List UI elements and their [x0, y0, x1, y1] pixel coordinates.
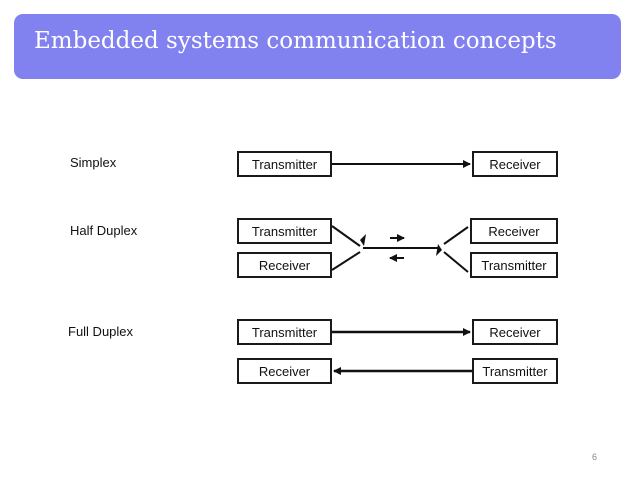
- simplex-label: Simplex: [70, 155, 117, 170]
- half-duplex-transmitter-box-left: Transmitter: [237, 218, 332, 244]
- half-duplex-left-switch-tip: [360, 234, 366, 246]
- full-duplex-label: Full Duplex: [68, 324, 134, 339]
- half-duplex-left-top-switch: [331, 225, 361, 247]
- full-duplex-transmitter-box-right: Transmitter: [472, 358, 558, 384]
- half-duplex-receiver-box-right: Receiver: [470, 218, 558, 244]
- half-duplex-right-top-switch: [443, 226, 469, 245]
- half-duplex-transmitter-box-right: Transmitter: [470, 252, 558, 278]
- half-duplex-right-switch-tip: [436, 244, 442, 256]
- title-bar: Embedded systems communication concepts: [14, 14, 621, 79]
- simplex-transmitter-box: Transmitter: [237, 151, 332, 177]
- slide-title: Embedded systems communication concepts: [34, 28, 557, 54]
- page-number: 6: [592, 452, 598, 462]
- half-duplex-label: Half Duplex: [70, 223, 138, 238]
- full-duplex-transmitter-box-left: Transmitter: [237, 319, 332, 345]
- half-duplex-left-bottom-switch: [331, 251, 361, 271]
- full-duplex-receiver-box-left: Receiver: [237, 358, 332, 384]
- half-duplex-receiver-box-left: Receiver: [237, 252, 332, 278]
- simplex-receiver-box: Receiver: [472, 151, 558, 177]
- half-duplex-right-bottom-switch: [443, 251, 469, 273]
- full-duplex-receiver-box-right: Receiver: [472, 319, 558, 345]
